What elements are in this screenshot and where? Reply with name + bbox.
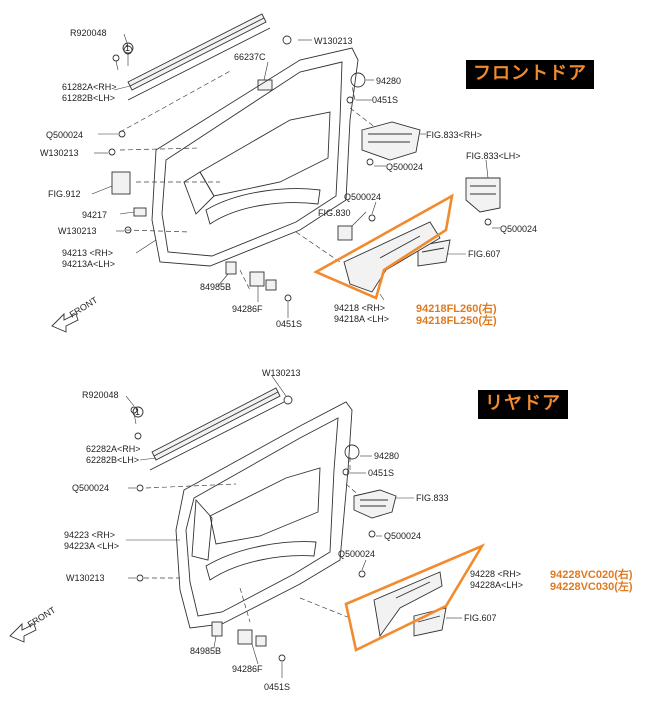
front-weatherstrip — [127, 13, 271, 101]
front-w130213-left-part — [108, 148, 116, 156]
front-label-94213a-lh: 94213A<LH> — [62, 259, 115, 269]
rear-label-94286f: 94286F — [232, 664, 263, 674]
rear-direction-label: FRONT — [26, 605, 58, 630]
front-door-title-badge: フロントドア — [466, 60, 594, 89]
front-door-section: R920048 1 W130213 66237C 61282A<RH> 6128… — [40, 13, 537, 333]
front-w130213-low-part — [124, 226, 132, 234]
front-fig830-part — [337, 225, 353, 241]
front-bracket-parts — [225, 261, 292, 302]
front-94280-part — [350, 72, 366, 88]
rear-label-94228a-lh: 94228A<LH> — [470, 580, 523, 590]
front-label-61282a: 61282A<RH> — [62, 82, 117, 92]
rear-part-number-lh: 94228VC030(左) — [550, 579, 633, 593]
rear-label-0451s-bot: 0451S — [264, 682, 290, 692]
front-label-w130213-top: W130213 — [314, 36, 353, 46]
front-part-number-lh: 94218FL250(左) — [416, 313, 497, 327]
rear-label-q500024-low: Q500024 — [338, 549, 375, 559]
front-label-q500024-left: Q500024 — [46, 130, 83, 140]
rear-label-62282b: 62282B<LH> — [86, 455, 139, 465]
rear-direction-arrow: FRONT — [9, 605, 58, 643]
rear-q500024-mid-part — [368, 530, 376, 538]
rear-label-q500024-left: Q500024 — [72, 483, 109, 493]
rear-w130213-left-part — [136, 574, 144, 582]
front-label-66237c: 66237C — [234, 52, 266, 62]
front-fig912-part — [111, 171, 131, 195]
rear-label-w130213-top: W130213 — [262, 368, 301, 378]
rear-label-62282a: 62282A<RH> — [86, 444, 141, 454]
front-label-fig833rh: FIG.833<RH> — [426, 130, 482, 140]
front-label-94286f: 94286F — [232, 304, 263, 314]
front-guide-lines — [119, 69, 377, 291]
rear-label-fig833: FIG.833 — [416, 493, 449, 503]
front-label-fig830: FIG.830 — [318, 208, 351, 218]
front-note-circle-number: 1 — [125, 43, 130, 53]
front-0451s-top-part — [346, 96, 354, 104]
rear-label-fig607: FIG.607 — [464, 613, 497, 623]
rear-label-r920048: R920048 — [82, 390, 119, 400]
rear-door-panel — [175, 401, 353, 629]
rear-pull-handle — [413, 607, 447, 637]
front-armrest-trim-highlight — [313, 193, 454, 300]
front-94217-part — [133, 207, 147, 217]
front-part-number-rh: 94218FL260(右) — [416, 301, 497, 315]
front-label-q500024-right: Q500024 — [500, 224, 537, 234]
rear-note-circle-number: 1 — [135, 407, 140, 417]
front-label-fig607: FIG.607 — [468, 249, 501, 259]
front-q500024-mid-part — [366, 158, 374, 166]
front-label-fig912: FIG.912 — [48, 189, 81, 199]
front-switch-lh — [465, 177, 501, 226]
rear-leader-lines — [125, 375, 462, 678]
rear-door-title-badge: リヤドア — [478, 390, 568, 419]
front-direction-label: FRONT — [68, 295, 100, 320]
rear-label-94228-rh: 94228 <RH> — [470, 569, 521, 579]
rear-label-84985b: 84985B — [190, 646, 221, 656]
rear-q500024-low-part — [358, 570, 366, 578]
front-label-w130213-left: W130213 — [40, 148, 79, 158]
rear-switch — [353, 489, 397, 519]
front-label-0451s-bot: 0451S — [276, 319, 302, 329]
rear-label-94223a-lh: 94223A <LH> — [64, 541, 119, 551]
rear-0451s-top-part — [342, 468, 350, 476]
front-top-clips — [112, 35, 292, 91]
front-label-61282b: 61282B<LH> — [62, 93, 115, 103]
front-door-panel — [151, 47, 359, 267]
front-q500024-right-part — [368, 214, 376, 222]
front-switch-rh — [361, 121, 421, 161]
front-leader-lines — [91, 33, 500, 318]
rear-part-number-rh: 94228VC020(右) — [550, 567, 633, 581]
front-note-circle — [122, 42, 134, 54]
front-label-94218-rh: 94218 <RH> — [334, 303, 385, 313]
front-label-q500024-mid: Q500024 — [386, 162, 423, 172]
front-label-w130213-low: W130213 — [58, 226, 97, 236]
rear-label-0451s-top: 0451S — [368, 468, 394, 478]
rear-label-w130213-left: W130213 — [66, 573, 105, 583]
front-label-r920048: R920048 — [70, 28, 107, 38]
front-label-94213-rh: 94213 <RH> — [62, 248, 113, 258]
front-label-q500024-upper: Q500024 — [344, 192, 381, 202]
rear-q500024-left-part — [136, 484, 144, 492]
front-label-94217: 94217 — [82, 210, 107, 220]
front-label-84985b: 84985B — [200, 282, 231, 292]
rear-label-q500024-mid: Q500024 — [384, 531, 421, 541]
rear-note-circle — [132, 406, 144, 418]
rear-bracket-parts — [211, 621, 286, 662]
front-label-94280: 94280 — [376, 76, 401, 86]
rear-weatherstrip — [149, 387, 285, 471]
rear-94280-part — [344, 444, 360, 460]
rear-label-94223-rh: 94223 <RH> — [64, 530, 115, 540]
front-q500024-left-part — [118, 130, 126, 138]
front-label-94218a-lh: 94218A <LH> — [334, 314, 389, 324]
front-direction-arrow: FRONT — [51, 295, 100, 333]
rear-label-94280: 94280 — [374, 451, 399, 461]
front-label-fig833lh: FIG.833<LH> — [466, 151, 521, 161]
rear-armrest-trim-highlight — [344, 543, 486, 652]
front-label-0451s-top: 0451S — [372, 95, 398, 105]
